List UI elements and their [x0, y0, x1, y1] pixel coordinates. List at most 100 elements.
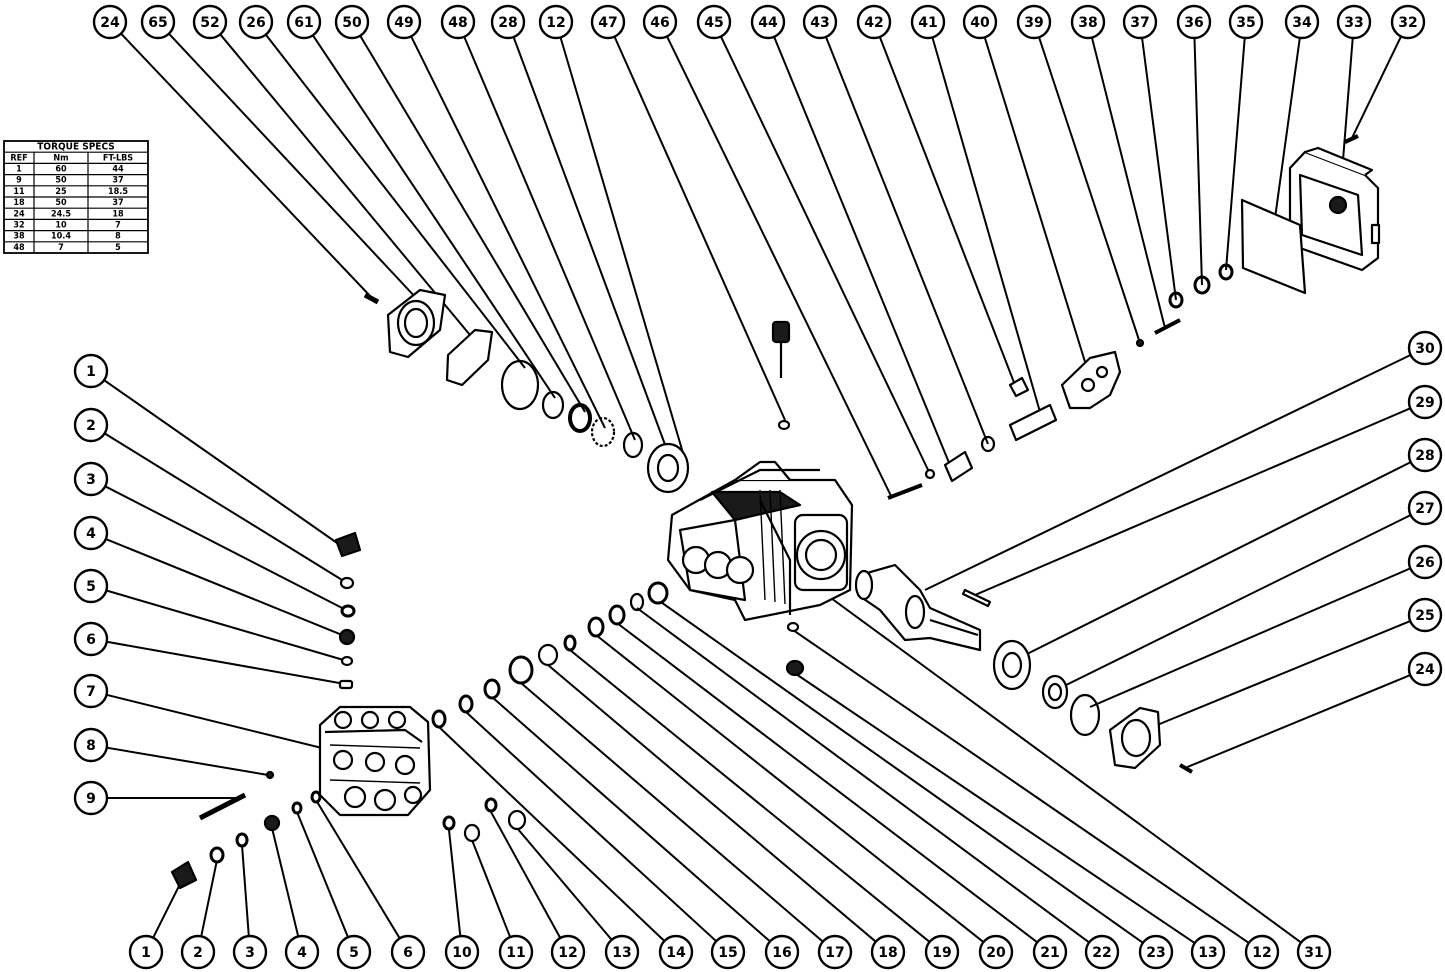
callout-bottom-1-leader — [152, 879, 183, 939]
svg-text:13: 13 — [612, 945, 631, 961]
seal-48 — [622, 431, 644, 459]
ring-14 — [431, 709, 447, 729]
svg-text:8: 8 — [86, 738, 96, 754]
leader-lines — [103, 32, 1412, 944]
callout-left-4: 4 — [73, 515, 109, 551]
torque-cell: 38 — [13, 232, 25, 242]
ring-5 — [340, 655, 354, 667]
callout-top-24-leader — [120, 32, 373, 299]
torque-cell: 18 — [13, 198, 25, 208]
cover-gasket — [1240, 198, 1307, 295]
svg-text:48: 48 — [448, 15, 467, 31]
ring-5-bottom — [291, 801, 303, 815]
o-ring-26 — [500, 359, 540, 411]
callout-top-36-leader — [1193, 37, 1203, 286]
svg-text:45: 45 — [704, 15, 723, 31]
torque-cell: 37 — [112, 198, 123, 208]
callout-left-8-leader — [106, 746, 269, 776]
pin-8 — [265, 770, 275, 780]
callout-left-3: 3 — [73, 461, 109, 497]
ring-19 — [563, 634, 577, 652]
callout-bottom-12-leader — [490, 811, 562, 939]
callout-left-3-leader — [104, 485, 349, 612]
callout-top-47: 47 — [590, 4, 626, 40]
svg-text:10: 10 — [452, 945, 472, 961]
callout-bottom-10: 10 — [444, 934, 480, 970]
callout-bottom-15-leader — [465, 711, 717, 942]
svg-text:15: 15 — [718, 945, 737, 961]
svg-text:3: 3 — [86, 472, 96, 488]
callout-left-7: 7 — [73, 673, 109, 709]
svg-text:24: 24 — [100, 15, 120, 31]
svg-text:38: 38 — [1078, 15, 1097, 31]
svg-text:47: 47 — [598, 15, 617, 31]
ring-10 — [442, 815, 456, 831]
callout-top-42: 42 — [856, 4, 892, 40]
callout-top-28-leader — [512, 36, 671, 459]
callout-right-25-leader — [1144, 620, 1411, 731]
torque-cell: 25 — [55, 187, 67, 197]
callout-right-26-leader — [1089, 567, 1411, 708]
key-29 — [961, 588, 992, 608]
svg-text:1: 1 — [86, 364, 96, 380]
svg-text:13: 13 — [1198, 945, 1217, 961]
callout-top-36: 36 — [1176, 4, 1212, 40]
torque-cell: 24 — [13, 209, 25, 219]
svg-text:12: 12 — [558, 945, 577, 961]
manifold-head — [318, 705, 432, 817]
callout-bottom-15: 15 — [710, 934, 746, 970]
bearing-cover-right — [1108, 706, 1162, 770]
svg-text:40: 40 — [970, 15, 990, 31]
callout-bottom-16: 16 — [764, 934, 800, 970]
nut-38 — [1135, 338, 1145, 348]
svg-text:46: 46 — [650, 15, 669, 31]
callout-left-2: 2 — [73, 407, 109, 443]
washer-44 — [924, 468, 936, 480]
torque-cell: 18.5 — [108, 187, 128, 197]
callout-top-49-leader — [410, 35, 606, 429]
o-ring-26-right — [1069, 693, 1101, 737]
callout-top-37: 37 — [1122, 4, 1158, 40]
callout-top-41-leader — [931, 37, 1041, 413]
spring-6 — [338, 679, 354, 690]
svg-text:12: 12 — [546, 15, 565, 31]
svg-text:21: 21 — [1040, 945, 1059, 961]
callout-top-39-leader — [1038, 36, 1141, 344]
callout-left-6: 6 — [73, 621, 109, 657]
callout-top-46: 46 — [642, 4, 678, 40]
svg-text:11: 11 — [506, 945, 525, 961]
callout-bottom-22: 22 — [1084, 934, 1120, 970]
callout-top-47-leader — [613, 36, 786, 421]
washer-35b — [1218, 263, 1234, 281]
torque-cell: 8 — [115, 232, 121, 242]
callout-top-12: 12 — [538, 4, 574, 40]
seal-27 — [1041, 674, 1069, 710]
callout-bottom-10-leader — [448, 829, 462, 937]
callout-left-2-leader — [104, 432, 348, 584]
svg-text:61: 61 — [294, 15, 313, 31]
svg-text:34: 34 — [1292, 15, 1312, 31]
callout-left-5: 5 — [73, 568, 109, 604]
parts-drawings — [170, 134, 1381, 890]
callout-right-28-leader — [1024, 461, 1412, 656]
torque-cell: 5 — [115, 243, 121, 253]
callout-bottom-19-leader — [569, 649, 931, 943]
svg-text:49: 49 — [394, 15, 413, 31]
callout-top-34: 34 — [1284, 4, 1320, 40]
ring-15 — [458, 694, 474, 714]
svg-text:18: 18 — [878, 945, 897, 961]
callout-top-40: 40 — [962, 4, 998, 40]
drain-plug — [785, 659, 805, 677]
svg-text:22: 22 — [1092, 945, 1111, 961]
callout-top-24: 24 — [92, 4, 128, 40]
callout-right-30-leader — [924, 354, 1412, 591]
callout-bottom-20: 20 — [978, 934, 1014, 970]
callout-bottom-5: 5 — [336, 934, 372, 970]
callout-top-65-leader — [168, 33, 419, 301]
callout-bottom-21: 21 — [1032, 934, 1068, 970]
seal-50 — [568, 403, 592, 433]
torque-cell: 48 — [13, 243, 25, 253]
torque-cell: 18 — [112, 209, 124, 219]
svg-text:50: 50 — [342, 15, 362, 31]
